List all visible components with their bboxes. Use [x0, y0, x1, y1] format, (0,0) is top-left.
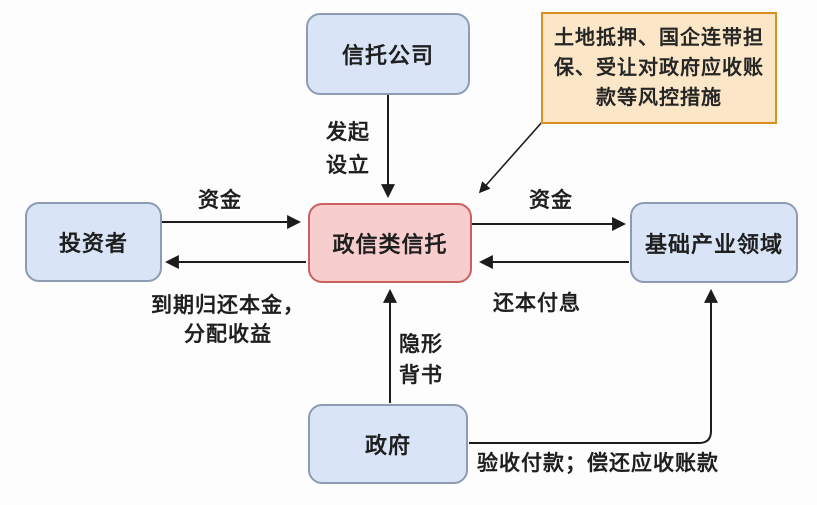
node-government-trust-product: 政信类信托	[308, 203, 472, 283]
node-trust-company-label: 信托公司	[341, 43, 434, 68]
node-basic-industry-label: 基础产业领域	[644, 231, 783, 257]
node-trust-company: 信托公司	[306, 13, 470, 95]
node-investor-label: 投资者	[58, 231, 128, 256]
edge-label-initiate-setup: 发起 设立	[326, 121, 370, 177]
edge-label-repay-principal-interest: 还本付息	[493, 292, 581, 315]
node-risk-measures: 土地抵押、国企连带担 保、受让对政府应收账 款等风控措施	[541, 12, 777, 124]
arrow-risknote-to-product	[478, 120, 544, 194]
node-government-trust-product-label: 政信类信托	[332, 232, 448, 257]
node-investor: 投资者	[25, 202, 162, 282]
edge-label-funds-out: 资金	[529, 189, 573, 212]
edge-label-acceptance-payment: 验收付款；偿还应收账款	[477, 452, 719, 475]
edge-label-implicit-endorsement: 隐形 背书	[399, 333, 443, 387]
node-government: 政府	[308, 404, 468, 484]
node-basic-industry: 基础产业领域	[630, 202, 798, 283]
edge-label-return-principal: 到期归还本金， 分配收益	[151, 294, 305, 346]
edge-label-funds-in: 资金	[198, 189, 242, 212]
node-government-label: 政府	[364, 433, 411, 458]
